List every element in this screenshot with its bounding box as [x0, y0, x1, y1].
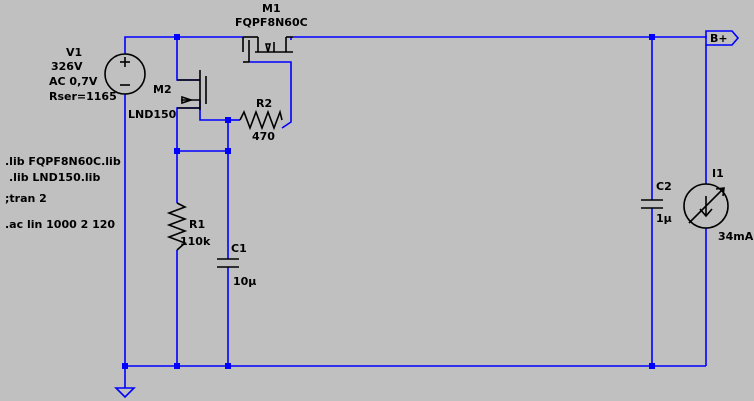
- directive-tran: ;tran 2: [5, 192, 47, 205]
- m2-model-label: LND150: [128, 108, 177, 121]
- i1-current-source-symbol: [683, 183, 729, 229]
- m1-mosfet-symbol: [242, 36, 293, 63]
- i1-value-label: 34mA: [718, 230, 754, 243]
- r1-value-label: 110k: [180, 235, 211, 248]
- wires: [124, 36, 707, 388]
- m1-model-label: FQPF8N60C: [235, 16, 308, 29]
- c1-name-label: C1: [231, 242, 247, 255]
- net-label-flag: [705, 30, 740, 46]
- c1-capacitor-symbol: [217, 258, 239, 268]
- v1-source-symbol: [104, 53, 146, 95]
- net-label-text: B+: [710, 32, 728, 45]
- v1-voltage-label: 326V: [51, 60, 83, 73]
- r2-resistor-symbol: [239, 109, 283, 131]
- c1-value-label: 10µ: [233, 275, 256, 288]
- i1-name-label: I1: [712, 167, 724, 180]
- r2-value-label: 470: [252, 130, 275, 143]
- r1-name-label: R1: [189, 218, 205, 231]
- v1-name-label: V1: [66, 46, 82, 59]
- directive-lib-lnd: .lib LND150.lib: [9, 171, 100, 184]
- r2-name-label: R2: [256, 97, 272, 110]
- r1-resistor-symbol: [166, 202, 188, 251]
- v1-rser-label: Rser=1165: [49, 90, 117, 103]
- v1-ac-label: AC 0,7V: [49, 75, 98, 88]
- c2-name-label: C2: [656, 180, 672, 193]
- directive-ac: .ac lin 1000 2 120: [5, 218, 115, 231]
- m2-name-label: M2: [153, 83, 172, 96]
- c2-capacitor-symbol: [641, 199, 663, 209]
- directive-lib-fqpf: .lib FQPF8N60C.lib: [5, 155, 121, 168]
- c2-value-label: 1µ: [656, 212, 672, 225]
- m1-name-label: M1: [262, 2, 281, 15]
- junction-dots: [122, 34, 655, 369]
- m2-mosfet-symbol: [177, 70, 207, 110]
- ground-symbol: [114, 387, 136, 399]
